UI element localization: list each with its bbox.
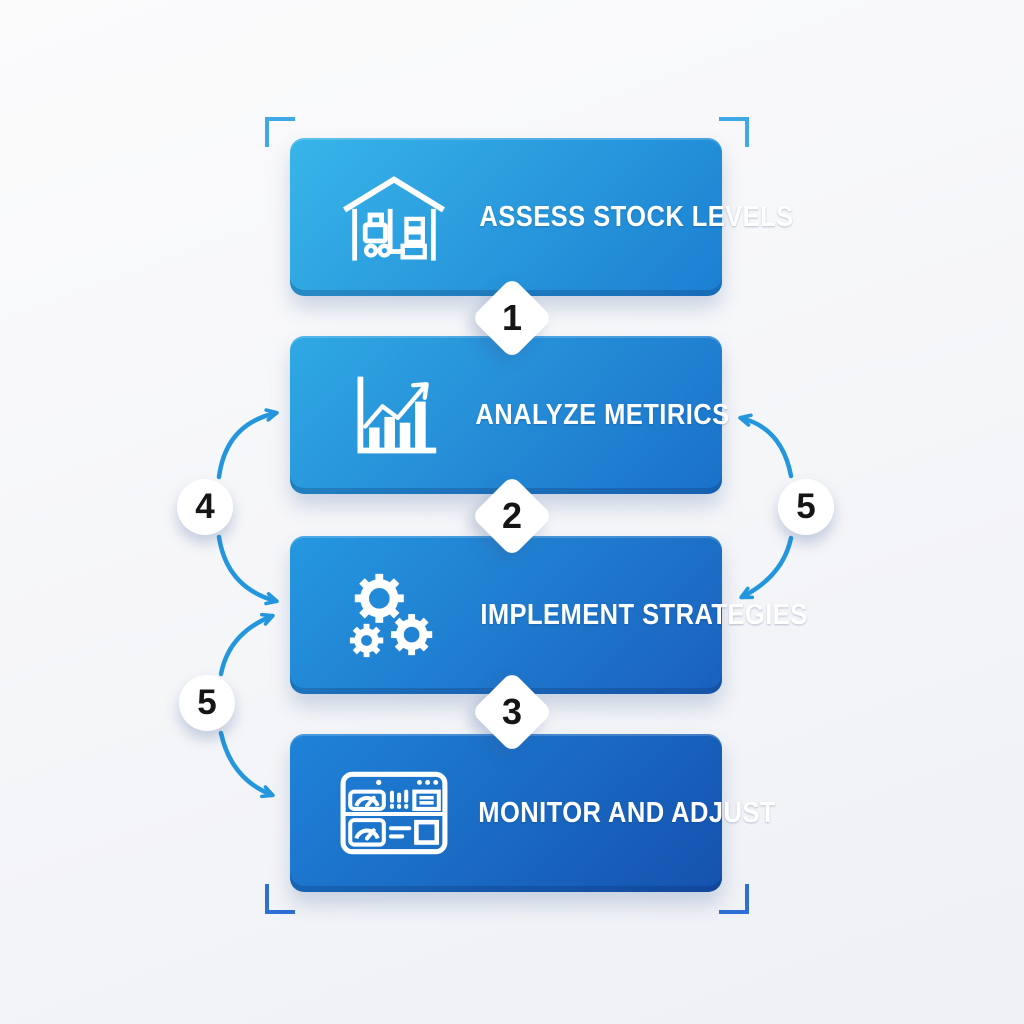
- badge-number: 5: [197, 683, 217, 722]
- frame-bracket-bottom-left: [265, 884, 295, 914]
- step-label: ANALYZE METIRICS: [475, 398, 730, 431]
- arrow-5-to-implement: [218, 612, 275, 677]
- connector-number: 1: [501, 297, 523, 338]
- step-card-implement-strategies: IMPLEMENT STRATEGIES: [290, 536, 807, 694]
- gears-icon: [330, 566, 458, 664]
- dashboard-icon: [330, 767, 458, 859]
- connector-number: 2: [501, 495, 523, 536]
- step-card-assess-stock-levels: ASSESS STOCK LEVELS: [290, 138, 793, 296]
- arrow-5-to-monitor: [218, 730, 275, 799]
- arrow-4-to-analyze: [216, 408, 279, 480]
- arrow-right5-to-implement: [739, 535, 794, 600]
- step-label: ASSESS STOCK LEVELS: [479, 200, 794, 233]
- warehouse-icon: [330, 169, 458, 265]
- badge-number: 5: [796, 487, 816, 526]
- step-card-monitor-and-adjust: MONITOR AND ADJUST: [290, 734, 775, 892]
- step-label: MONITOR AND ADJUST: [478, 796, 776, 829]
- frame-bracket-top-left: [265, 117, 295, 147]
- side-badge-5-left: 5: [179, 675, 235, 731]
- arrow-4-to-implement: [216, 534, 279, 606]
- bar-chart-icon: [330, 367, 458, 463]
- side-badge-5-right: 5: [778, 479, 834, 535]
- step-card-analyze-metrics: ANALYZE METIRICS: [290, 336, 729, 494]
- badge-number: 4: [195, 487, 215, 526]
- frame-bracket-bottom-right: [719, 884, 749, 914]
- step-label: IMPLEMENT STRATEGIES: [480, 598, 808, 631]
- frame-bracket-top-right: [719, 117, 749, 147]
- side-badge-4: 4: [177, 479, 233, 535]
- connector-number: 3: [501, 691, 523, 732]
